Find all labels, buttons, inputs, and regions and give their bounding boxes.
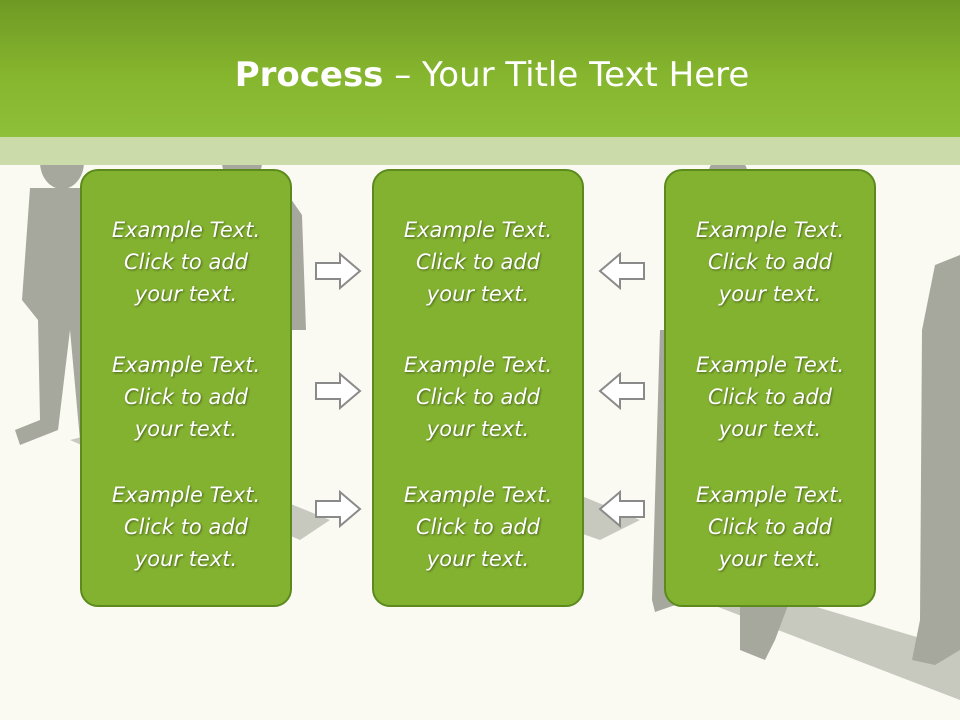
process-box-right[interactable]: Example Text. Click to add your text. Ex…: [664, 169, 876, 607]
right-arrow-icon: [315, 252, 362, 290]
left-arrow-icon: [598, 490, 645, 528]
title-rest-text: – Your Title Text Here: [383, 55, 750, 95]
panel-text-item[interactable]: Example Text. Click to add your text.: [695, 483, 845, 571]
panel-text-item[interactable]: Example Text. Click to add your text.: [403, 483, 553, 571]
panel-text-item[interactable]: Example Text. Click to add your text.: [111, 353, 261, 441]
right-arrow-icon: [315, 372, 362, 410]
process-box-center[interactable]: Example Text. Click to add your text. Ex…: [372, 169, 584, 607]
title-bar: [0, 0, 960, 137]
left-arrow-icon: [598, 372, 645, 410]
slide-title[interactable]: Process – Your Title Text Here: [0, 52, 960, 98]
panel-text-item[interactable]: Example Text. Click to add your text.: [403, 218, 553, 306]
header-accent-strip: [0, 137, 960, 165]
left-arrow-icon: [598, 252, 645, 290]
panel-text-item[interactable]: Example Text. Click to add your text.: [695, 218, 845, 306]
panel-text-item[interactable]: Example Text. Click to add your text.: [111, 483, 261, 571]
panel-text-item[interactable]: Example Text. Click to add your text.: [695, 353, 845, 441]
panel-text-item[interactable]: Example Text. Click to add your text.: [403, 353, 553, 441]
process-box-left[interactable]: Example Text. Click to add your text. Ex…: [80, 169, 292, 607]
panel-text-item[interactable]: Example Text. Click to add your text.: [111, 218, 261, 306]
title-bold-text: Process: [234, 55, 384, 95]
right-arrow-icon: [315, 490, 362, 528]
